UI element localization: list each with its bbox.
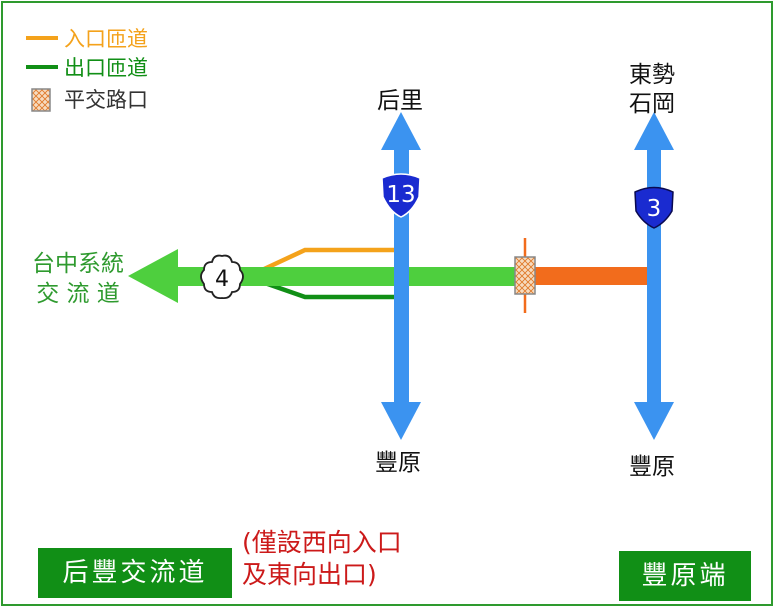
label-west-1: 台中系統 [32,251,124,277]
at-grade-intersection [514,238,536,313]
interchange-name-box: 后豐交流道 [38,548,232,598]
legend-exit-label: 出口匝道 [64,56,148,80]
expressway-westbound [128,249,525,303]
local-road-east [528,267,648,285]
label-north-left: 后里 [377,88,423,114]
note-line-1: (僅設西向入口 [242,528,402,557]
expressway-4-number: 4 [215,267,229,292]
label-south-right: 豐原 [629,454,675,480]
expressway-4-shield: 4 [200,254,244,300]
legend: 入口匝道 出口匝道 平交路口 [26,27,148,112]
label-north-right-2: 石岡 [629,91,675,117]
label-west-2: 交 流 道 [36,281,120,307]
interchange-name: 后豐交流道 [62,558,208,588]
entrance-ramp [261,247,398,273]
legend-entrance-label: 入口匝道 [64,27,148,51]
provincial-3-shield: 3 [634,186,674,229]
end-name: 豐原端 [641,561,729,591]
legend-at-grade-label: 平交路口 [64,88,148,112]
end-name-box: 豐原端 [619,551,751,601]
legend-at-grade-swatch [31,88,51,112]
label-south-left: 豐原 [375,450,421,476]
freeway-13-number: 13 [386,182,415,208]
note-line-2: 及東向出口) [242,560,377,589]
label-north-right-1: 東勢 [629,62,675,88]
note: (僅設西向入口 及東向出口) [242,527,402,591]
provincial-3-number: 3 [647,196,662,222]
exit-ramp [261,279,398,300]
freeway-13-shield: 13 [381,173,421,218]
